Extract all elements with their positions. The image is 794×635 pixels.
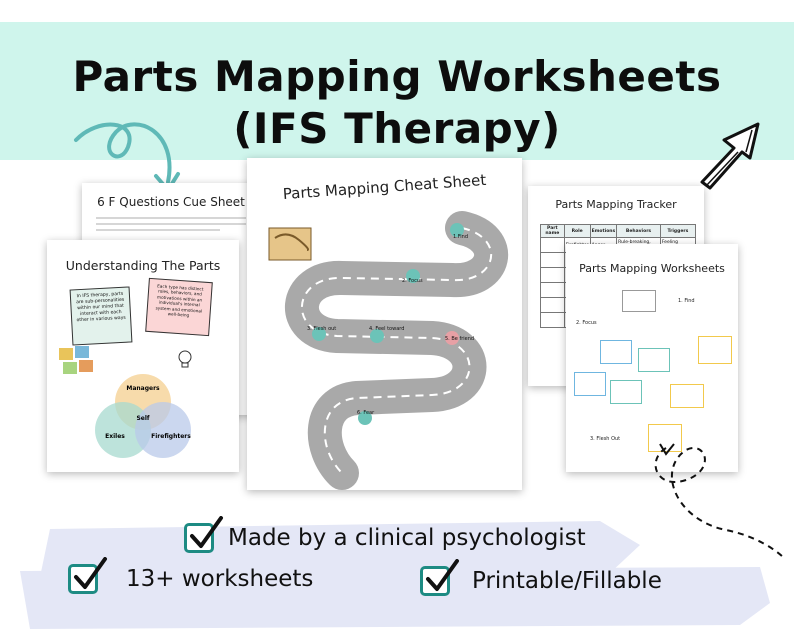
flow-box	[574, 372, 606, 396]
flow-box	[622, 290, 656, 312]
flow-box	[698, 336, 732, 364]
bottom-brush-band	[20, 521, 770, 629]
venn-label-managers: Managers	[126, 385, 160, 392]
note-right: Each type has distinct roles, behaviors,…	[145, 277, 213, 337]
dashed-loop-icon	[654, 443, 785, 559]
six-f-sheet-title: 6 F Questions Cue Sheet	[97, 195, 245, 209]
checkbox-icon	[68, 557, 107, 594]
feature-item-printable: Printable/Fillable	[420, 559, 662, 596]
text-line	[96, 229, 220, 231]
checkmark-icon	[190, 516, 223, 548]
step-focus: 2. Focus	[402, 278, 423, 284]
step-fear: 6. Fear	[357, 410, 375, 416]
step-befriend: 5. Be friend	[445, 336, 475, 342]
tracker-col-behaviors: Behaviors	[616, 224, 661, 238]
flow-box	[670, 384, 704, 408]
checkbox-icon	[184, 516, 223, 553]
flow-box	[610, 380, 642, 404]
note-left-text: In IFS therapy, parts are sub-personalit…	[76, 291, 126, 324]
understanding-sheet-title: Understanding The Parts	[65, 258, 221, 273]
note-right-text: Each type has distinct roles, behaviors,…	[155, 283, 204, 318]
understanding-parts-sheet: Understanding The Parts In IFS therapy, …	[47, 240, 239, 472]
tracker-col-triggers: Triggers	[659, 224, 697, 238]
tracker-col-part-name: Part name	[540, 224, 565, 238]
page-subtitle: (IFS Therapy)	[233, 104, 561, 153]
venn-label-exiles: Exiles	[105, 433, 125, 440]
tracker-col-role: Role	[563, 224, 591, 238]
venn-label-firefighters: Firefighters	[151, 433, 191, 440]
header-banner	[0, 22, 794, 160]
parts-worksheets-sheet: Parts Mapping Worksheets 1. Find 2. Focu…	[566, 244, 738, 472]
page-title: Parts Mapping Worksheets	[72, 52, 722, 101]
tracker-sheet-title: Parts Mapping Tracker	[555, 198, 677, 211]
table-cell	[540, 237, 565, 253]
checkbox-icon	[420, 559, 459, 596]
sketch-arrow-icon	[700, 122, 760, 190]
tracker-col-emotions: Emotions	[589, 224, 618, 238]
puzzle-icon	[59, 346, 93, 374]
cheat-sheet: Parts Mapping Cheat Sheet 1.Find 2. Focu…	[247, 158, 522, 490]
flow-box	[600, 340, 632, 364]
feature-label: Made by a clinical psychologist	[228, 525, 586, 551]
step-find: 1.Find	[453, 234, 469, 240]
note-left: In IFS therapy, parts are sub-personalit…	[69, 286, 133, 346]
text-line	[96, 217, 246, 219]
lightbulb-icon	[178, 350, 192, 368]
step-feel-toward: 4. Feel toward	[369, 326, 405, 332]
venn-label-self: Self	[136, 415, 149, 422]
road-map	[268, 211, 509, 490]
step-flesh-out: 3. Flesh out	[307, 326, 337, 332]
venn-diagram: Managers Self Exiles Firefighters	[95, 374, 191, 458]
step-flesh-label: 3. Flesh Out	[590, 436, 621, 442]
checkmark-icon	[426, 559, 459, 591]
feature-item-worksheets: 13+ worksheets	[68, 557, 314, 594]
worksheets-sheet-title: Parts Mapping Worksheets	[579, 262, 725, 275]
step-focus-label: 2. Focus	[576, 320, 597, 326]
flow-box	[638, 348, 670, 372]
feature-item-psychologist: Made by a clinical psychologist	[184, 516, 586, 553]
step-find-label: 1. Find	[678, 298, 695, 304]
checkmark-icon	[74, 557, 107, 589]
text-line	[96, 223, 246, 225]
feature-label: 13+ worksheets	[126, 566, 314, 592]
feature-label: Printable/Fillable	[472, 568, 662, 594]
